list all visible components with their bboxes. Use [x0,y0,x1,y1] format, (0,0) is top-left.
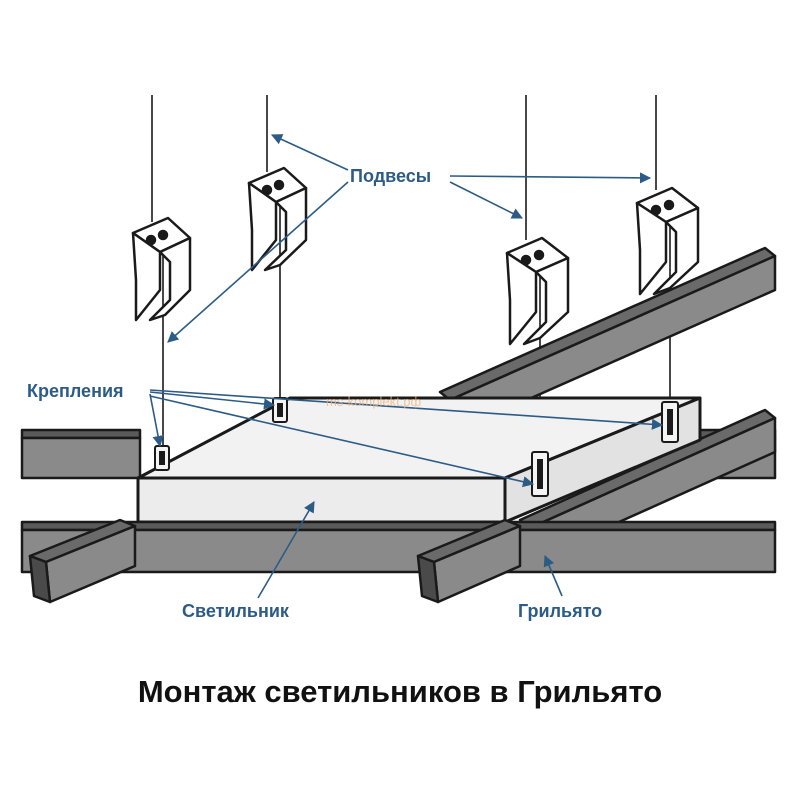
bracket-1-hole-a [145,234,157,246]
bracket-1-hole-b [157,229,169,241]
bracket-3-side [505,251,538,346]
arrow-fastener-3 [149,395,535,488]
arrow-grilyato [543,554,563,597]
arrow-suspension-1 [167,181,349,343]
arrow-suspension-2 [270,134,349,171]
bracket-3-hole-b [533,249,545,261]
rail-front-face [20,528,777,574]
bracket-4-hole-b [663,199,675,211]
callout-arrows [149,134,664,599]
bracket-4-hole-a [650,204,662,216]
bracket-2-body [263,186,308,272]
panel-front [136,476,507,524]
fastener-1-slot [159,451,165,465]
grilyato-back-rails [20,246,777,564]
bracket-2-side [247,181,278,272]
label-luminaire: Светильник [182,601,290,621]
rail-back-left-front [20,436,142,480]
fastener-4-slot [667,409,673,435]
bracket-3-body [522,256,570,346]
arrow-luminaire [257,501,315,599]
label-fasteners: Крепления [27,381,124,401]
bracket-1-body [148,236,192,322]
rail-left-end-cap [28,554,52,604]
suspension-brackets [131,166,700,346]
arrow-fastener-2 [149,391,276,410]
arrow-suspension-4 [449,172,652,184]
label-suspensions: Подвесы [350,166,431,186]
bracket-2 [247,166,308,272]
fastener-2-slot [277,403,283,417]
fastener-3-slot [537,459,543,489]
rail-diagonal-upper-top [438,246,777,402]
arrow-fastener-4 [149,389,664,430]
bracket-2-hole-a [261,184,273,196]
grilyato-front-rails [20,518,777,604]
watermark: ms-komplekt.рф [326,394,422,409]
label-grilyato: Грильято [518,601,602,621]
panel-side [503,396,702,524]
bracket-1-side [131,231,162,322]
bracket-3 [505,236,570,346]
bracket-4-body [652,206,700,296]
bracket-2-hole-b [273,179,285,191]
bracket-3-hole-a [520,254,532,266]
fasteners [154,397,679,497]
rail-mid-end-cap [416,554,440,604]
arrow-suspension-3 [449,181,524,219]
diagram-title: Монтаж светильников в Грильято [138,674,662,709]
bracket-1 [131,216,192,322]
bracket-4 [635,186,700,296]
bracket-4-side [635,201,668,296]
arrow-fastener-1 [149,393,164,448]
